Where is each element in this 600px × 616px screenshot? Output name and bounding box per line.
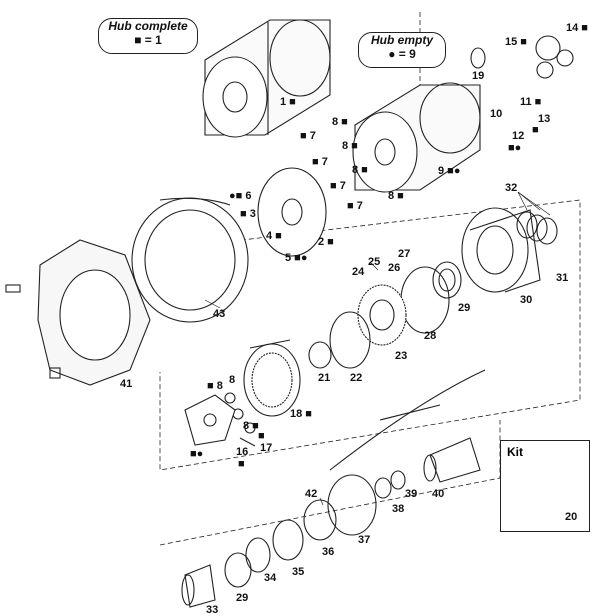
callout-8f: 8 (229, 374, 236, 386)
part-29-bearing-lower (224, 552, 252, 588)
callout-12-marks: ■● (508, 142, 522, 154)
part-32-rings (516, 211, 558, 245)
callout-13: 13 (538, 113, 551, 125)
callout-16: 16 (236, 446, 249, 458)
callout-32: 32 (505, 182, 518, 194)
callout-31: 31 (556, 272, 569, 284)
callout-5: 5 ■● (285, 252, 308, 264)
callout-7b: ■ 7 (312, 156, 328, 168)
callout-35: 35 (292, 566, 305, 578)
part-37-cover (327, 474, 377, 536)
callout-2: 2 ■ (318, 236, 334, 248)
kit-box: Kit 20 (500, 440, 590, 532)
part-9-hub-empty (352, 82, 481, 193)
legend-hub-empty-value: ● = 9 (388, 47, 416, 61)
kit-number: 20 (565, 511, 578, 523)
callout-3: ■ 3 (240, 208, 256, 220)
callout-8a: 8 ■ (332, 116, 348, 128)
kit-title: Kit (507, 445, 523, 459)
callout-7a: ■ 7 (300, 130, 316, 142)
left-bolts (5, 284, 61, 379)
callout-17: 17 (260, 442, 273, 454)
part-22-circlip (329, 311, 371, 369)
callout-29b: 29 (236, 592, 249, 604)
callout-30: 30 (520, 294, 533, 306)
part-18-ring-gear (243, 339, 301, 417)
part-19-ring (470, 47, 486, 69)
callout-8h: ■● (190, 448, 204, 460)
part-35-ring (272, 519, 304, 561)
part-39-ring (390, 470, 406, 490)
part-33-sleeve (181, 564, 216, 608)
callout-23: 23 (395, 350, 408, 362)
callout-42: 42 (305, 488, 318, 500)
callout-16-mark: ■ (238, 458, 245, 470)
callout-8c: 8 ■ (352, 164, 368, 176)
callout-29a: 29 (458, 302, 471, 314)
callout-17-mark: ■ (258, 430, 265, 442)
legend-hub-complete-title: Hub complete (108, 19, 188, 33)
callout-6: ●■ 6 (229, 190, 252, 202)
callout-7c: ■ 7 (330, 180, 346, 192)
legend-hub-complete: Hub complete ■ = 1 (98, 18, 198, 54)
callout-10: 10 (490, 108, 503, 120)
part-30-spindle-housing (461, 207, 541, 293)
callout-28: 28 (424, 330, 437, 342)
part-16-carrier (184, 394, 236, 446)
part-43-brake-drum (131, 197, 249, 323)
callout-9: 9 ■● (438, 165, 461, 177)
part-29-bearing-upper (432, 261, 462, 299)
callout-8b: 8 ■ (342, 140, 358, 152)
callout-25: 25 (368, 256, 381, 268)
part-36-seal (303, 499, 337, 541)
callout-24: 24 (352, 266, 365, 278)
callout-38: 38 (392, 503, 405, 515)
callout-4: 4 ■ (266, 230, 282, 242)
callout-40: 40 (432, 488, 445, 500)
callout-19: 19 (472, 70, 485, 82)
legend-hub-empty-title: Hub empty (370, 33, 433, 47)
callout-8e: ■ 8 (207, 380, 223, 392)
part-28-ring (400, 266, 450, 334)
callout-1: 1 ■ (280, 96, 296, 108)
legend-hub-complete-value: ■ = 1 (134, 33, 162, 47)
callout-37: 37 (358, 534, 371, 546)
part-34-oring (245, 537, 271, 573)
part-40-shaft (423, 437, 481, 483)
callout-14: 14 ■ (566, 22, 588, 34)
part-23-gear (357, 284, 407, 346)
axle-line (329, 369, 486, 471)
part-1-hub-complete (202, 19, 331, 138)
callout-39: 39 (405, 488, 418, 500)
callout-8g: 8 ■ (243, 420, 259, 432)
callout-13-mark: ■ (532, 124, 539, 136)
legend-hub-empty: Hub empty ● = 9 (358, 32, 446, 68)
callout-43: 43 (213, 308, 226, 320)
callout-7d: ■ 7 (347, 200, 363, 212)
part-41-frame-housing (37, 239, 151, 386)
callout-41: 41 (120, 378, 133, 390)
callout-12: 12 (512, 130, 525, 142)
callout-36: 36 (322, 546, 335, 558)
callout-33: 33 (206, 604, 219, 616)
callout-15: 15 ■ (505, 36, 527, 48)
part-14-planet-set (535, 35, 574, 79)
callout-21: 21 (318, 372, 331, 384)
callout-11: 11 ■ (520, 96, 542, 108)
callout-22: 22 (350, 372, 363, 384)
callout-27: 27 (398, 248, 411, 260)
part-2-carrier-plate (257, 167, 327, 257)
callout-34: 34 (264, 572, 277, 584)
callout-26: 26 (388, 262, 401, 274)
callout-18: 18 ■ (290, 408, 312, 420)
callout-8d: 8 ■ (388, 190, 404, 202)
part-21-bushing (308, 341, 332, 369)
part-38-ring (374, 477, 392, 499)
